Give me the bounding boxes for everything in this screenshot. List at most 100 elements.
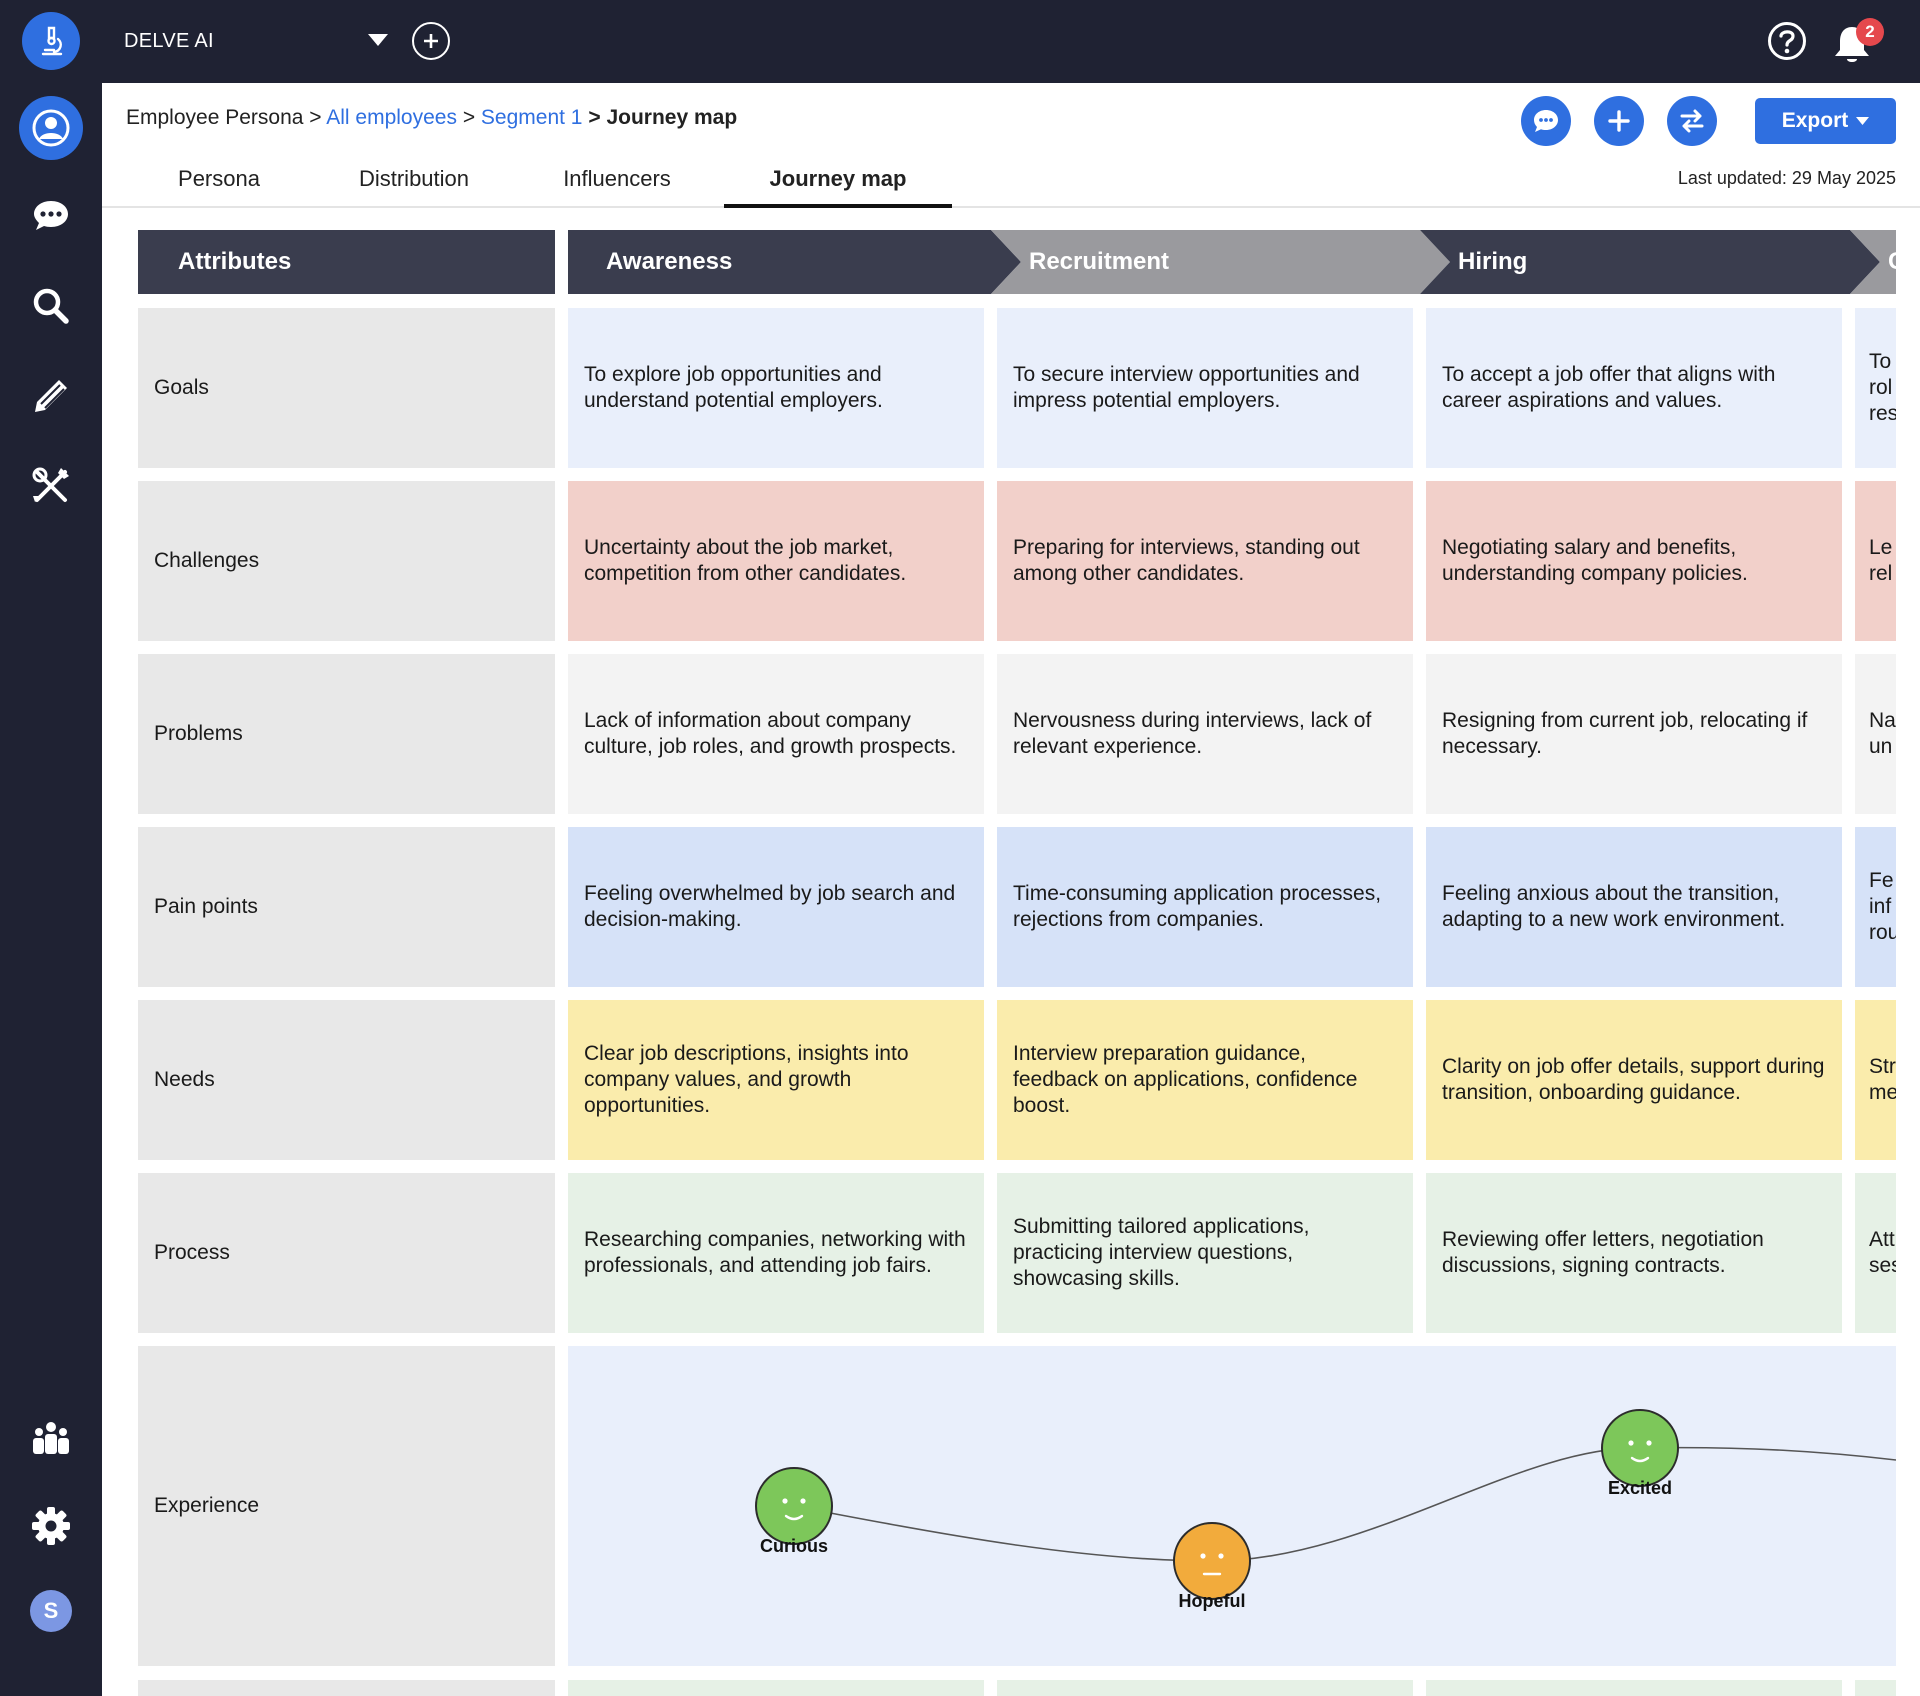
process-next: Att ses <box>1855 1173 1896 1333</box>
search-icon <box>33 288 69 324</box>
problems-hiring: Resigning from current job, relocating i… <box>1426 654 1842 814</box>
emotion-label: Curious <box>760 1536 828 1556</box>
stage-recruitment: Recruitment <box>1029 248 1170 275</box>
comments-button[interactable] <box>1521 96 1571 146</box>
last-updated: Last updated: 29 May 2025 <box>1677 168 1896 188</box>
notifications-button[interactable]: 2 <box>1830 18 1884 64</box>
row-label-next <box>138 1680 555 1696</box>
tab-bar: Persona Distribution Influencers Journey… <box>102 160 1920 208</box>
challenges-next: Le rel <box>1855 481 1896 641</box>
needs-next: Str me <box>1855 1000 1896 1160</box>
top-bar: DELVE AI 2 <box>102 0 1920 83</box>
tools-icon <box>32 467 69 502</box>
row-label-pain-points: Pain points <box>138 827 555 987</box>
next-row-recruitment <box>997 1680 1413 1696</box>
chat-bubble-icon <box>1534 110 1558 132</box>
process-awareness: Researching companies, networking with p… <box>568 1173 984 1333</box>
plus-icon <box>424 34 438 48</box>
breadcrumb-link-segment[interactable]: Segment 1 <box>480 106 583 129</box>
switch-button[interactable] <box>1667 96 1717 146</box>
next-row-awareness <box>568 1680 984 1696</box>
swap-arrows-icon <box>1680 109 1704 133</box>
logo-button[interactable] <box>22 12 80 70</box>
stage-hiring: Hiring <box>1458 248 1528 275</box>
tab-distribution[interactable]: Distribution <box>358 166 470 191</box>
needs-awareness: Clear job descriptions, insights into co… <box>568 1000 984 1160</box>
emotion-hopeful-marker[interactable]: Hopeful <box>1173 1522 1251 1611</box>
sidebar-item-edit[interactable] <box>19 364 83 428</box>
sidebar-item-settings[interactable] <box>19 1494 83 1558</box>
avatar-initial: S <box>43 1598 59 1623</box>
sidebar-item-chat[interactable] <box>19 184 83 248</box>
caret-down-icon <box>368 34 388 46</box>
challenges-recruitment: Preparing for interviews, standing out a… <box>997 481 1413 641</box>
emotion-excited-marker[interactable]: Excited <box>1601 1409 1679 1498</box>
notification-badge: 2 <box>1856 18 1884 46</box>
row-label-experience: Experience <box>138 1346 555 1666</box>
goals-hiring: To accept a job offer that aligns with c… <box>1426 308 1842 468</box>
breadcrumb-current: Journey map <box>606 106 738 129</box>
export-label: Export <box>1781 109 1849 132</box>
needs-recruitment: Interview preparation guidance, feedback… <box>997 1000 1413 1160</box>
problems-recruitment: Nervousness during interviews, lack of r… <box>997 654 1413 814</box>
pain-points-next: Fe inf rou <box>1855 827 1896 987</box>
help-button[interactable] <box>1766 20 1808 67</box>
account-avatar[interactable]: S <box>30 1590 72 1632</box>
stage-header-bar <box>568 230 1896 294</box>
breadcrumb-link-all-employees[interactable]: All employees <box>326 106 457 129</box>
challenges-awareness: Uncertainty about the job market, compet… <box>568 481 984 641</box>
workspace-dropdown[interactable] <box>367 33 389 52</box>
experience-line <box>793 1446 1896 1562</box>
problems-next: Na un <box>1855 654 1896 814</box>
breadcrumb-root: Employee Persona <box>126 106 304 129</box>
emotion-label: Hopeful <box>1179 1591 1246 1611</box>
process-recruitment: Submitting tailored applications, practi… <box>997 1173 1413 1333</box>
user-circle-icon <box>32 109 70 147</box>
plus-icon <box>1608 110 1630 132</box>
add-button[interactable] <box>1594 96 1644 146</box>
sidebar-item-tools[interactable] <box>19 454 83 518</box>
row-label-needs: Needs <box>138 1000 555 1160</box>
stage-awareness: Awareness <box>606 248 733 275</box>
row-label-goals: Goals <box>138 308 555 468</box>
row-label-problems: Problems <box>138 654 555 814</box>
breadcrumb: Employee Persona > All employees > Segme… <box>126 106 738 129</box>
export-button[interactable]: Export <box>1755 98 1896 144</box>
pencil-icon <box>35 380 67 412</box>
goals-recruitment: To secure interview opportunities and im… <box>997 308 1413 468</box>
process-hiring: Reviewing offer letters, negotiation dis… <box>1426 1173 1842 1333</box>
pain-points-recruitment: Time-consuming application processes, re… <box>997 827 1413 987</box>
stage-next: C <box>1888 230 1896 294</box>
row-label-challenges: Challenges <box>138 481 555 641</box>
microscope-icon <box>41 26 63 56</box>
attributes-header: Attributes <box>138 230 555 294</box>
emotion-curious-marker[interactable]: Curious <box>755 1467 833 1556</box>
team-icon <box>33 1422 69 1454</box>
pain-points-awareness: Feeling overwhelmed by job search and de… <box>568 827 984 987</box>
goals-awareness: To explore job opportunities and underst… <box>568 308 984 468</box>
add-workspace-button[interactable] <box>412 22 450 60</box>
gear-icon <box>32 1507 70 1545</box>
tab-persona[interactable]: Persona <box>178 166 260 191</box>
workspace-name: DELVE AI <box>124 30 214 52</box>
journey-map-grid: Attributes Awareness Recruitment Hiring … <box>138 230 1896 1696</box>
chat-bubble-icon <box>34 201 68 230</box>
challenges-hiring: Negotiating salary and benefits, underst… <box>1426 481 1842 641</box>
emotion-label: Excited <box>1608 1478 1672 1498</box>
tab-influencers[interactable]: Influencers <box>563 166 671 191</box>
caret-down-icon <box>1856 117 1870 125</box>
row-label-process: Process <box>138 1173 555 1333</box>
needs-hiring: Clarity on job offer details, support du… <box>1426 1000 1842 1160</box>
sidebar-item-persona[interactable] <box>19 96 83 160</box>
tab-journey-map[interactable]: Journey map <box>724 166 952 208</box>
sidebar-item-team[interactable] <box>19 1406 83 1470</box>
pain-points-hiring: Feeling anxious about the transition, ad… <box>1426 827 1842 987</box>
sidebar-item-search[interactable] <box>19 274 83 338</box>
left-sidebar: S <box>0 0 102 1696</box>
goals-next: To rol res <box>1855 308 1896 468</box>
next-row-next <box>1855 1680 1896 1696</box>
problems-awareness: Lack of information about company cultur… <box>568 654 984 814</box>
question-circle-icon <box>1768 22 1806 60</box>
